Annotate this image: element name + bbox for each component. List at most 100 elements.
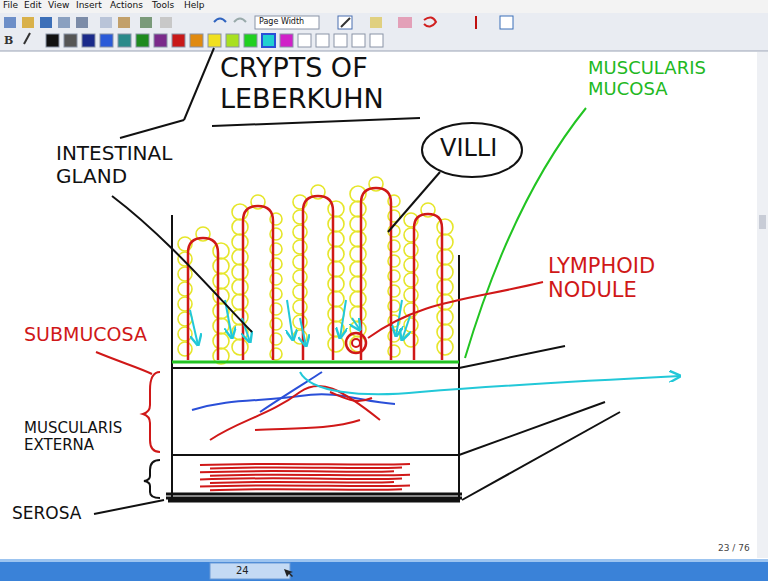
nodule-center: [352, 339, 360, 347]
horizontal-scrollbar: [0, 559, 768, 581]
palette-swatch: [280, 34, 293, 47]
epithelial-cell: [328, 306, 344, 322]
muscle-fibre: [210, 489, 402, 490]
epithelial-cell: [178, 282, 192, 296]
villus: [188, 238, 218, 360]
epithelial-cell: [293, 285, 307, 299]
epithelial-cell: [350, 291, 366, 307]
epithelial-cell: [232, 264, 248, 280]
palette-swatch: [352, 34, 365, 47]
palette-swatch: [46, 34, 59, 47]
bold-icon: B: [4, 34, 13, 47]
pen-tool: [338, 16, 352, 29]
epithelial-cell: [350, 276, 366, 292]
epithelial-cell: [213, 318, 229, 334]
epithelial-cell: [178, 267, 192, 281]
menu-item: Tools: [152, 0, 174, 10]
palette-swatch: [100, 34, 113, 47]
leader-line: [388, 172, 440, 232]
page-number: 24: [236, 565, 249, 577]
epithelial-cell: [293, 300, 307, 314]
epithelial-cell: [404, 273, 418, 287]
crypt-arrow: [300, 318, 306, 346]
epithelial-cell: [437, 249, 453, 265]
villus: [361, 188, 391, 360]
menu-item: Actions: [110, 0, 143, 10]
tool-icon: [58, 17, 70, 28]
serosa-layer: [166, 494, 462, 501]
leader-line: [368, 282, 543, 338]
toolbar-icons: B: [4, 16, 513, 47]
label-underline: [212, 118, 420, 126]
epithelial-cell: [178, 252, 192, 266]
palette-swatch: [298, 34, 311, 47]
zoom-value: Page Width: [259, 17, 304, 26]
epithelial-cell: [437, 339, 453, 355]
undo-icon: [214, 19, 226, 23]
epithelial-cell: [404, 288, 418, 302]
crypt-arrow: [402, 316, 410, 340]
epithelial-cell: [213, 258, 229, 274]
page-thumb: [210, 563, 290, 579]
epithelial-cell: [350, 216, 366, 232]
palette-swatch: [136, 34, 149, 47]
block-side-edge: [459, 402, 605, 455]
muscle-fibre: [210, 475, 410, 476]
highlighter-icon: [370, 17, 382, 28]
color-palette: [46, 34, 383, 47]
palette-swatch: [208, 34, 221, 47]
palette-swatch: [154, 34, 167, 47]
tool-icon: [118, 17, 130, 28]
lymphoid-nodule: [346, 333, 366, 353]
epithelial-cell: [328, 261, 344, 277]
scrollbar-edge: [0, 559, 768, 562]
muscle-fibre: [210, 467, 402, 468]
tool-icon: [4, 17, 16, 28]
epithelial-cell: [178, 327, 192, 341]
epithelial-cell: [293, 255, 307, 269]
epithelial-cell: [178, 342, 192, 356]
epithelial-cell: [437, 279, 453, 295]
palette-swatch: [172, 34, 185, 47]
tool-icon: [100, 17, 112, 28]
palette-swatch: [370, 34, 383, 47]
epithelial-cell: [328, 291, 344, 307]
palette-swatch: [244, 34, 257, 47]
layer-label: SEROSA: [12, 504, 81, 524]
label-circle: [422, 123, 522, 177]
toolbar: [0, 13, 768, 51]
epithelial-cell: [213, 333, 229, 349]
crypt-arrows: [190, 300, 410, 346]
tool-icon: [140, 17, 152, 28]
villus: [414, 214, 442, 360]
menu-item: Edit: [24, 0, 41, 10]
leader-line: [94, 500, 164, 514]
crypt-arrow: [287, 300, 293, 340]
epithelial-cell: [293, 210, 307, 224]
villus: [303, 196, 333, 360]
menu-item: File: [3, 0, 18, 10]
epithelial-cell: [213, 288, 229, 304]
redo-icon: [234, 19, 246, 23]
muscle-fibre: [200, 485, 410, 486]
menu-item: Help: [184, 0, 205, 10]
epithelial-cell: [437, 219, 453, 235]
muscle-fibre: [200, 471, 394, 472]
scroll-thumb: [759, 215, 766, 229]
palette-swatch: [334, 34, 347, 47]
palette-swatch: [316, 34, 329, 47]
structure-label: MUSCULARIS MUCOSA: [588, 58, 760, 99]
villus: [243, 206, 273, 360]
epithelial-cell: [350, 231, 366, 247]
muscle-fibres: [200, 464, 410, 490]
epithelial-cell: [328, 231, 344, 247]
eraser-icon: [398, 17, 412, 28]
epithelial-cell: [404, 333, 418, 347]
block-left-edge: [171, 215, 173, 500]
layer-label: MUSCULARIS EXTERNA: [24, 420, 146, 455]
epithelial-cell: [232, 294, 248, 310]
italic-icon: [24, 33, 30, 44]
menu-item: View: [48, 0, 69, 10]
tool-icon: [22, 17, 34, 28]
